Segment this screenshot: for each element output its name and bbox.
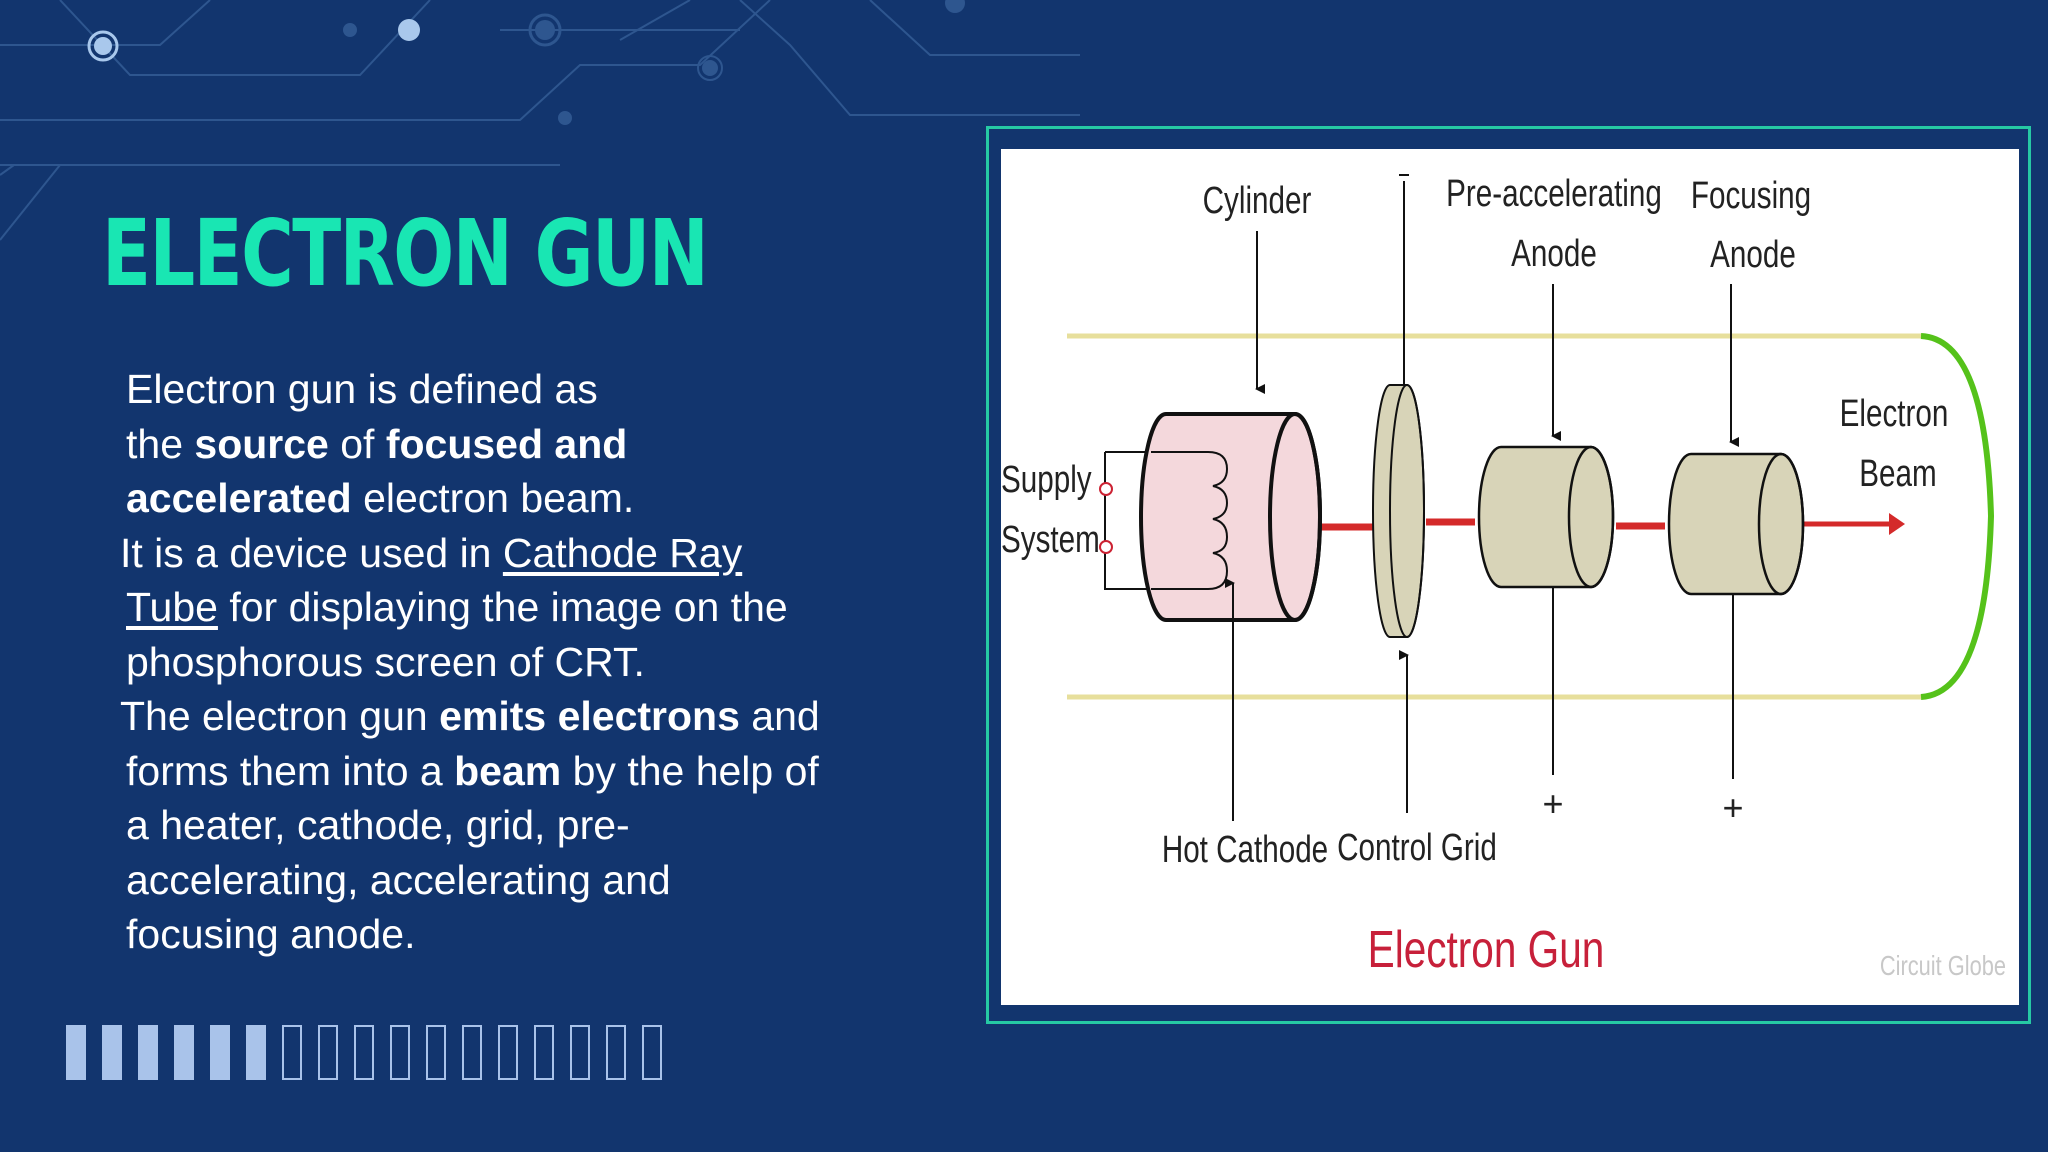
progress-segment bbox=[462, 1025, 482, 1080]
label-plus-focusing: + bbox=[1722, 787, 1743, 828]
label-control-grid: Control Grid bbox=[1337, 827, 1497, 869]
text-run: phosphorous screen of CRT. bbox=[126, 638, 645, 685]
progress-bar bbox=[66, 1025, 662, 1080]
body-paragraph: The electron gun emits electrons and form… bbox=[120, 689, 926, 962]
progress-segment bbox=[318, 1025, 338, 1080]
text-run: forms them into a bbox=[126, 747, 455, 794]
label-electron: Electron bbox=[1840, 393, 1949, 435]
progress-segment bbox=[138, 1025, 158, 1080]
text-run: by the help of bbox=[561, 747, 819, 794]
supply-terminal bbox=[1099, 540, 1113, 554]
image-frame bbox=[986, 126, 2031, 1024]
progress-segment bbox=[246, 1025, 266, 1080]
bold-text: beam bbox=[454, 747, 562, 794]
progress-segment bbox=[642, 1025, 662, 1080]
progress-segment bbox=[210, 1025, 230, 1080]
control-grid-disc bbox=[1372, 384, 1425, 638]
text-run: accelerating, accelerating and bbox=[126, 856, 671, 903]
progress-segment bbox=[66, 1025, 86, 1080]
progress-segment bbox=[282, 1025, 302, 1080]
focusing-anode bbox=[1667, 452, 1805, 596]
label-focusing: Focusing bbox=[1691, 175, 1811, 217]
label-focusing-anode: Anode bbox=[1710, 234, 1796, 276]
slide-title: ELECTRON GUN bbox=[102, 200, 709, 307]
label-cylinder: Cylinder bbox=[1203, 180, 1312, 222]
label-minus: - bbox=[1400, 149, 1409, 163]
progress-segment bbox=[102, 1025, 122, 1080]
link-text[interactable]: Tube bbox=[126, 584, 218, 630]
text-run: the bbox=[126, 420, 195, 467]
watermark: Circuit Globe bbox=[1880, 950, 2006, 981]
electron-beam-arrowhead bbox=[1889, 513, 1905, 535]
progress-segment bbox=[354, 1025, 374, 1080]
label-supply: Supply bbox=[1001, 459, 1092, 501]
label-plus-pre-accelerating: + bbox=[1542, 783, 1563, 824]
bold-text: focused and bbox=[385, 420, 628, 467]
pre-accelerating-anode bbox=[1477, 445, 1615, 589]
text-run: focusing anode. bbox=[126, 911, 416, 957]
label-beam: Beam bbox=[1859, 453, 1936, 495]
progress-segment bbox=[534, 1025, 554, 1080]
progress-segment bbox=[498, 1025, 518, 1080]
bold-text: source bbox=[194, 420, 329, 467]
bold-text: emits electrons bbox=[439, 693, 740, 739]
cathode-cylinder bbox=[1139, 412, 1322, 622]
progress-segment bbox=[390, 1025, 410, 1080]
bold-text: accelerated bbox=[126, 475, 352, 521]
text-run: electron beam. bbox=[351, 475, 635, 521]
label-system: System bbox=[1001, 519, 1100, 561]
text-run: It is a device used in bbox=[120, 529, 503, 576]
text-run: a heater, cathode, grid, pre- bbox=[126, 802, 630, 848]
label-pre-accelerating-anode: Anode bbox=[1511, 233, 1597, 275]
link-text[interactable]: Cathode Ray bbox=[502, 529, 743, 576]
progress-segment bbox=[606, 1025, 626, 1080]
text-run: The electron gun bbox=[120, 693, 440, 739]
supply-wire bbox=[1104, 451, 1151, 590]
electron-gun-diagram: Cylinder Pre-accelerating Anode Focusing… bbox=[1001, 149, 2019, 1005]
text-run: and bbox=[739, 693, 820, 739]
diagram-caption: Electron Gun bbox=[1368, 920, 1605, 978]
phosphor-screen bbox=[1920, 333, 1995, 700]
circuit-decoration bbox=[0, 0, 1080, 241]
progress-segment bbox=[570, 1025, 590, 1080]
text-run: Electron gun is defined as bbox=[126, 366, 598, 412]
progress-segment bbox=[174, 1025, 194, 1080]
progress-segment bbox=[426, 1025, 446, 1080]
label-hot-cathode: Hot Cathode bbox=[1162, 829, 1328, 871]
text-run: of bbox=[328, 420, 386, 467]
supply-terminal bbox=[1099, 482, 1113, 496]
text-run: for displaying the image on the bbox=[217, 584, 788, 630]
label-pre-accelerating: Pre-accelerating bbox=[1446, 173, 1662, 215]
